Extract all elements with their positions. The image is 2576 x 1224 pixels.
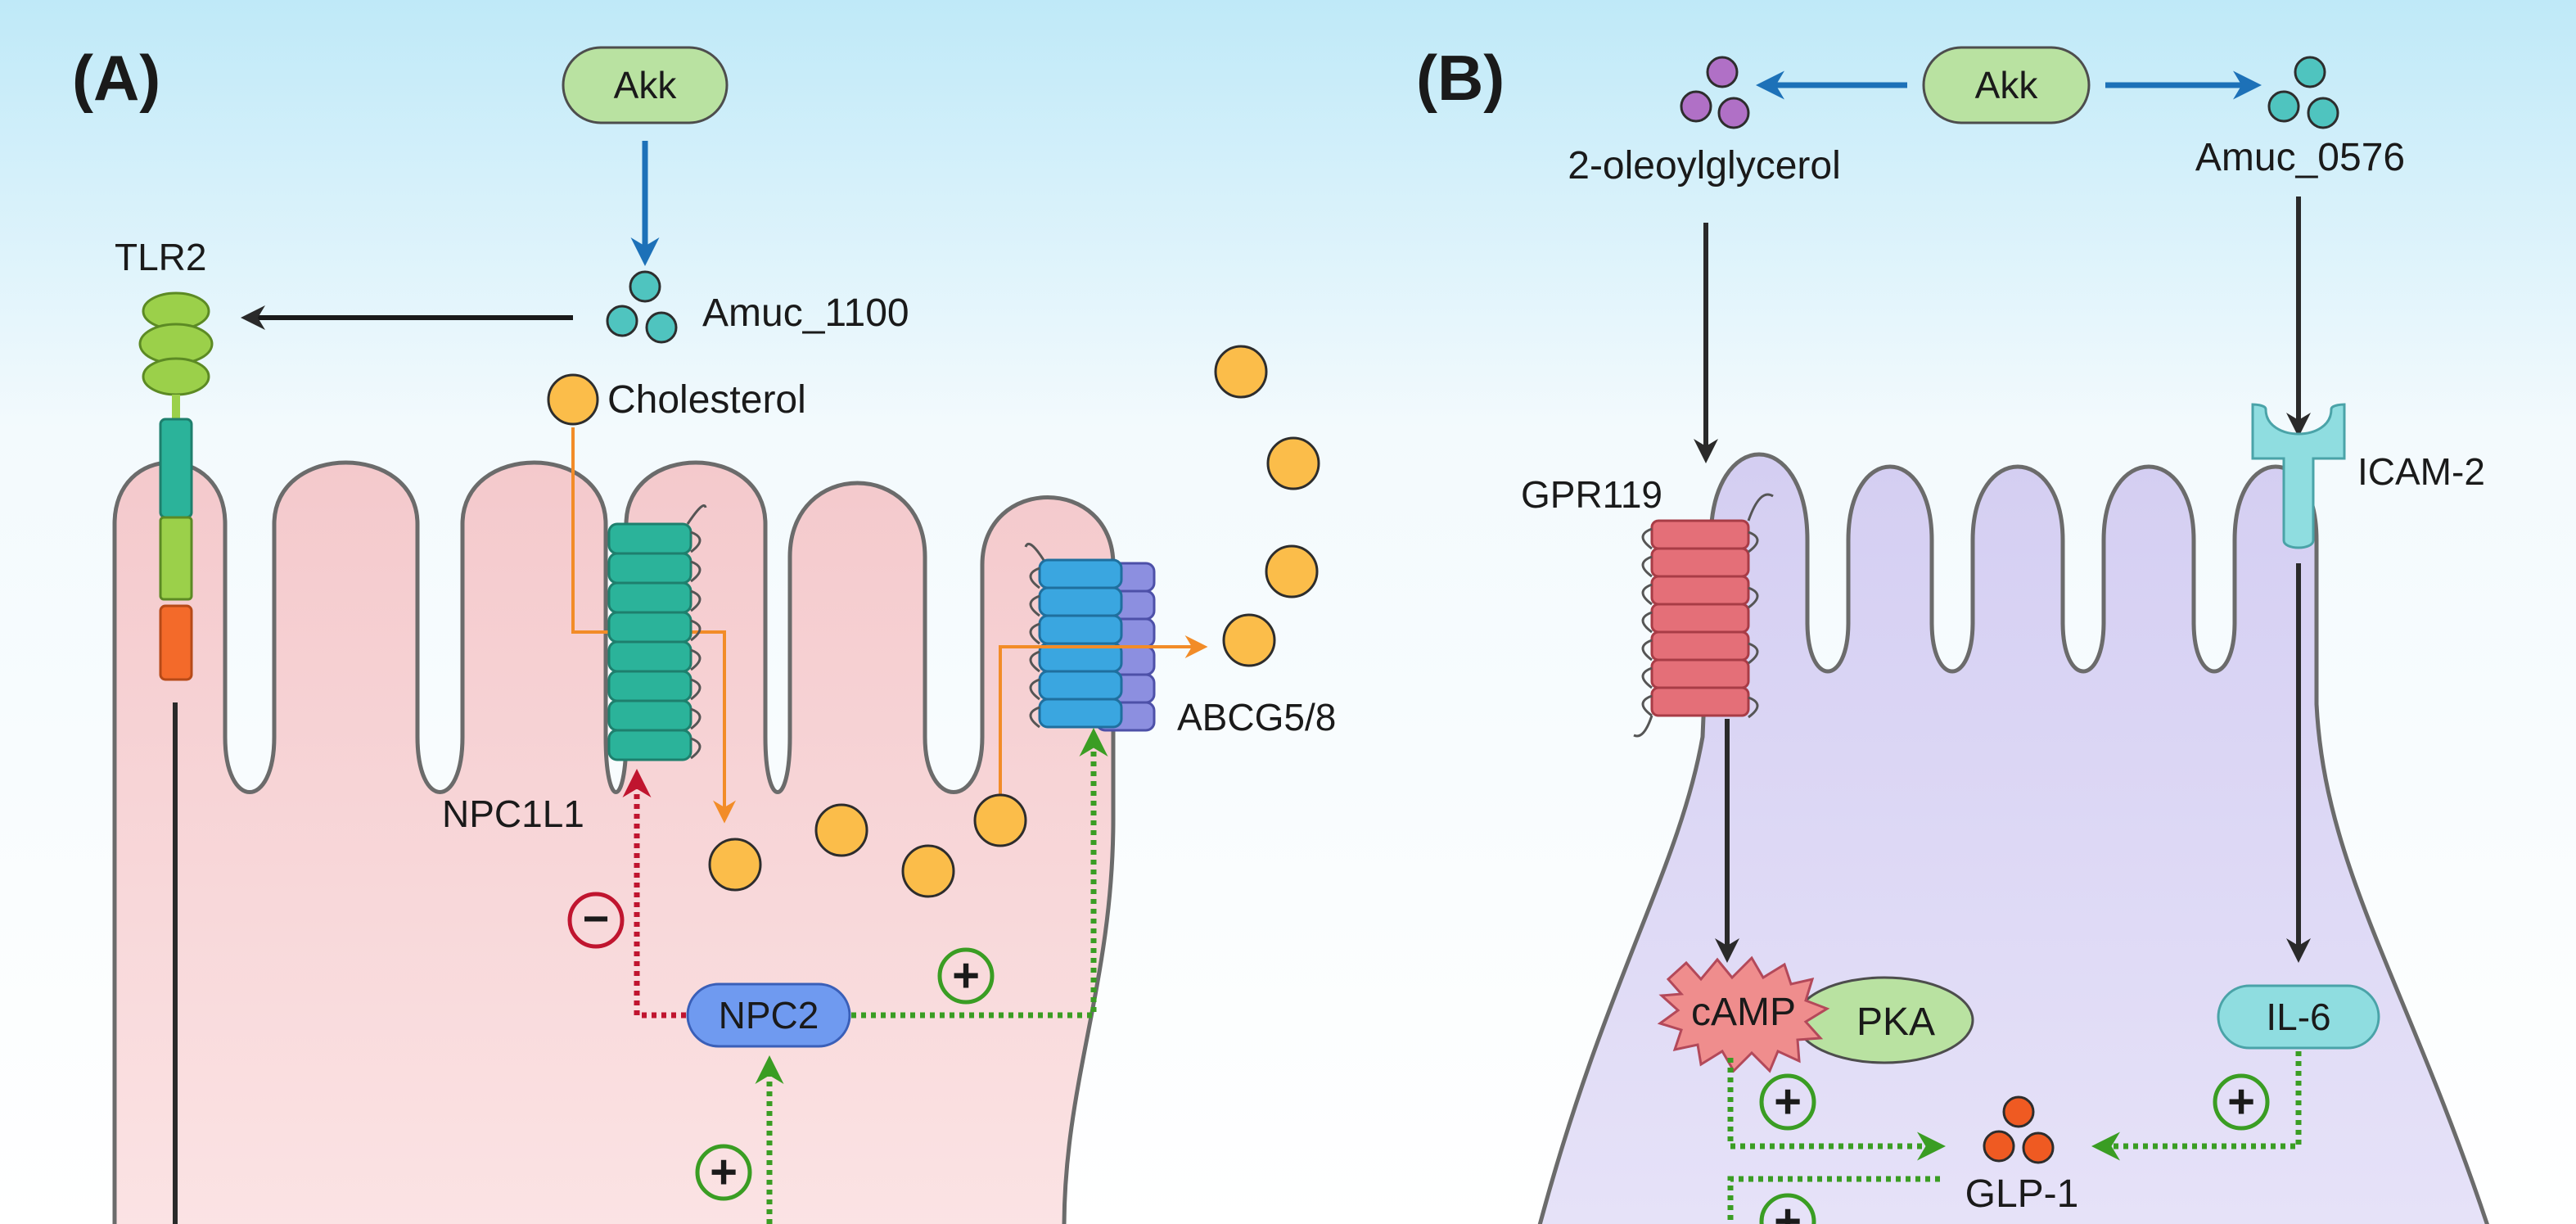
svg-text:+: + <box>1774 1075 1802 1128</box>
icam2-label: ICAM-2 <box>2357 450 2485 493</box>
panel-a-cell-villi <box>112 460 1116 1224</box>
npc2-pill <box>686 982 851 1048</box>
il6-label: IL-6 <box>2266 996 2330 1038</box>
tlr2-receptor <box>138 291 214 681</box>
camp-burst <box>1657 955 1830 1073</box>
minus-symbol-a: − <box>567 892 625 949</box>
il6-pill <box>2217 984 2380 1050</box>
cholesterol-particle-label <box>547 373 599 426</box>
amuc-0576-particles <box>2267 56 2339 129</box>
plus-symbol-b-left: + <box>1759 1073 1816 1131</box>
akk-pill-b <box>1922 46 2091 124</box>
glp1-label: GLP-1 <box>1965 1172 2079 1216</box>
gpr119-label: GPR119 <box>1521 473 1662 516</box>
panel-b-label: (B) <box>1416 42 1505 114</box>
cholesterol-label: Cholesterol <box>607 378 806 422</box>
abcg58-transporter <box>1024 543 1156 732</box>
svg-text:+: + <box>952 949 980 1002</box>
akk-label-a: Akk <box>614 64 678 106</box>
cholesterol-efflux-arrow <box>999 635 1208 798</box>
svg-text:−: − <box>583 892 610 944</box>
svg-text:+: + <box>710 1145 738 1199</box>
pka-label: PKA <box>1856 1000 1935 1044</box>
amuc-1100-particles <box>606 270 678 344</box>
plus-symbol-a-right: + <box>937 947 995 1005</box>
cholesterol-cell-particles <box>708 793 1027 898</box>
cholesterol-lumen-particles <box>1214 345 1320 667</box>
plus-symbol-b-bottom: + <box>1759 1193 1816 1224</box>
panel-a-label: (A) <box>72 42 160 114</box>
npc1l1-transporter <box>607 504 707 761</box>
glp1-particles <box>1983 1095 2055 1164</box>
abcg58-label: ABCG5/8 <box>1177 696 1336 738</box>
svg-text:+: + <box>2227 1075 2255 1128</box>
amuc-0576-label: Amuc_0576 <box>2195 136 2405 179</box>
akk-label-b: Akk <box>1975 64 2039 106</box>
npc2-label: NPC2 <box>719 994 819 1037</box>
oleoylglycerol-label: 2-oleoylglycerol <box>1568 144 1841 187</box>
npc2-inhibits-npc1l1-arrow <box>622 769 686 1018</box>
npc1l1-label: NPC1L1 <box>442 793 584 835</box>
svg-text:+: + <box>1774 1195 1802 1224</box>
camp-label: cAMP <box>1691 991 1796 1034</box>
gpr119-receptor <box>1633 493 1774 738</box>
akk-pill-a <box>562 46 729 124</box>
plus-symbol-b-right: + <box>2213 1073 2270 1131</box>
npc2-promotes-abcg58-arrow <box>851 728 1108 1018</box>
camp-promotes-glp1-arrow <box>1727 1058 1946 1161</box>
panel-a: (A) Akk Amuc_1100 TLR2 Cholestero <box>72 42 1336 1224</box>
tlr2-label: TLR2 <box>115 236 206 278</box>
icam2-receptor <box>2251 403 2346 549</box>
plus-symbol-a-bottom: + <box>695 1144 752 1201</box>
glp1-downstream-arrow <box>1727 1176 1940 1224</box>
amuc-1100-label: Amuc_1100 <box>702 291 909 335</box>
il6-promotes-glp1-arrow <box>2091 1051 2302 1161</box>
oleoylglycerol-particles <box>1680 56 1750 129</box>
panel-b: (B) Akk 2-oleoylglycerol Amuc_0576 GPR11… <box>1416 42 2489 1224</box>
